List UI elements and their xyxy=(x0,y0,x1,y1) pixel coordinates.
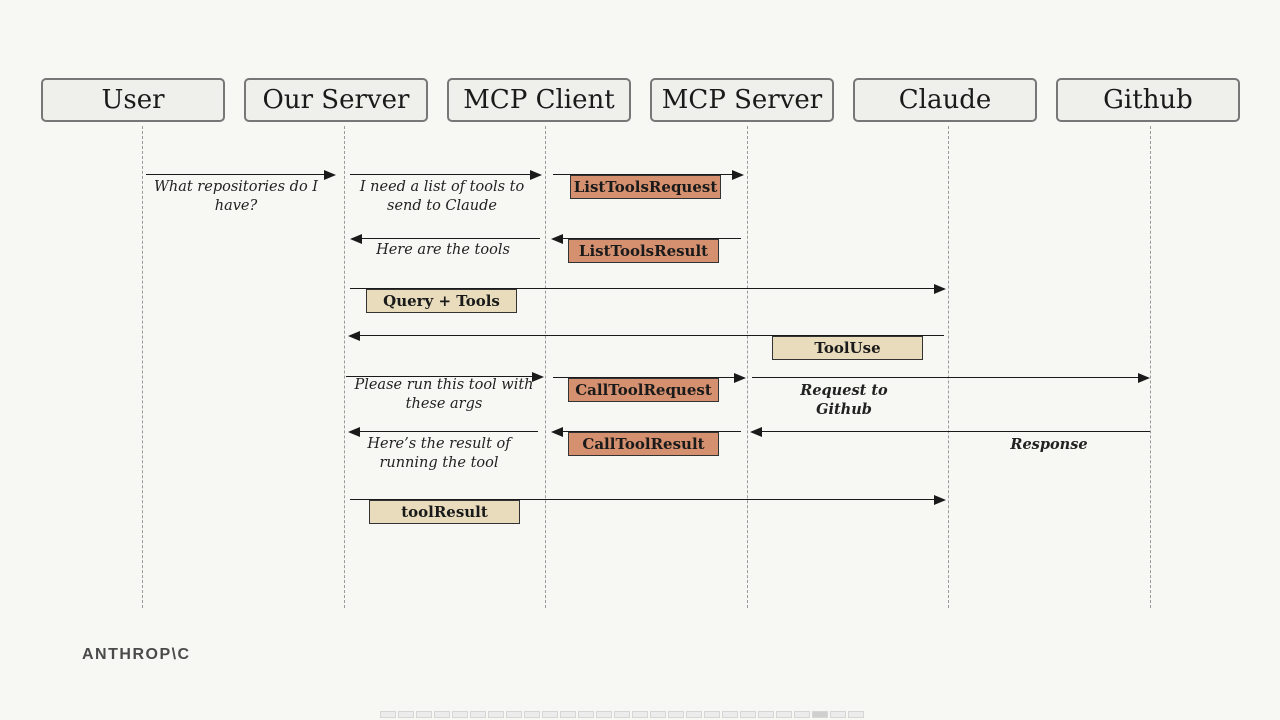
pager-page[interactable] xyxy=(578,711,594,718)
box-tool-use: ToolUse xyxy=(772,336,923,360)
actor-user: User xyxy=(41,78,225,122)
label-response: Response xyxy=(1010,436,1088,453)
pager-prev[interactable] xyxy=(380,711,396,718)
pager-page[interactable] xyxy=(794,711,810,718)
arrow-client-to-server xyxy=(350,233,540,244)
pager-page[interactable] xyxy=(560,711,576,718)
arrow-client-to-server-result xyxy=(348,426,538,437)
label-request-github: Request to Github xyxy=(800,382,888,418)
actor-mcp-server: MCP Server xyxy=(650,78,834,122)
box-call-tool-result: CallToolResult xyxy=(568,432,719,456)
pager-page[interactable] xyxy=(524,711,540,718)
pager-page[interactable] xyxy=(398,711,414,718)
arrow-mcpserver-to-client-list xyxy=(551,233,741,244)
actor-claude: Claude xyxy=(853,78,1037,122)
pager-page[interactable] xyxy=(416,711,432,718)
pager-page[interactable] xyxy=(470,711,486,718)
pager-page[interactable] xyxy=(632,711,648,718)
lifeline-claude xyxy=(948,126,949,608)
arrow-mcpserver-to-client-result xyxy=(551,426,741,437)
pager-page[interactable] xyxy=(830,711,846,718)
pager-page[interactable] xyxy=(776,711,792,718)
pager-page[interactable] xyxy=(614,711,630,718)
slide-pager[interactable] xyxy=(380,711,864,718)
lifeline-mcp-server xyxy=(747,126,748,608)
arrow-claude-to-server-tooluse xyxy=(348,330,944,341)
box-query-tools: Query + Tools xyxy=(366,289,517,313)
pager-page[interactable] xyxy=(740,711,756,718)
arrow-github-to-mcpserver xyxy=(750,426,1150,437)
box-list-tools-result: ListToolsResult xyxy=(568,239,719,263)
pager-page[interactable] xyxy=(596,711,612,718)
arrow-server-to-client-run xyxy=(346,371,544,382)
pager-page-current[interactable] xyxy=(812,711,828,718)
pager-page[interactable] xyxy=(434,711,450,718)
arrow-server-to-client xyxy=(350,169,542,180)
actor-our-server: Our Server xyxy=(244,78,428,122)
pager-page[interactable] xyxy=(542,711,558,718)
arrow-client-to-mcpserver-list xyxy=(553,169,744,180)
arrow-server-to-claude-query xyxy=(350,283,946,294)
arrow-mcpserver-to-github xyxy=(752,372,1150,383)
pager-page[interactable] xyxy=(704,711,720,718)
pager-next[interactable] xyxy=(848,711,864,718)
pager-page[interactable] xyxy=(488,711,504,718)
label-user-question: What repositories do I have? xyxy=(153,179,319,214)
lifeline-our-server xyxy=(344,126,345,608)
label-need-tools: I need a list of tools to send to Claude xyxy=(359,179,525,214)
actor-mcp-client: MCP Client xyxy=(447,78,631,122)
pager-page[interactable] xyxy=(686,711,702,718)
pager-page[interactable] xyxy=(758,711,774,718)
lifeline-mcp-client xyxy=(545,126,546,608)
actor-github: Github xyxy=(1056,78,1240,122)
arrow-server-to-claude-result xyxy=(350,494,946,505)
label-result-tool: Here’s the result of running the tool xyxy=(367,436,511,471)
label-here-tools: Here are the tools xyxy=(376,242,510,258)
pager-page[interactable] xyxy=(506,711,522,718)
lifeline-user xyxy=(142,126,143,608)
anthropic-logo: ANTHROP\C xyxy=(82,646,191,663)
label-run-tool: Please run this tool with these args xyxy=(354,377,534,412)
pager-page[interactable] xyxy=(668,711,684,718)
box-call-tool-request: CallToolRequest xyxy=(568,378,719,402)
arrow-user-to-server xyxy=(146,169,336,180)
box-list-tools-request: ListToolsRequest xyxy=(570,175,721,199)
arrow-client-to-mcpserver-call xyxy=(553,372,746,383)
pager-page[interactable] xyxy=(650,711,666,718)
lifeline-github xyxy=(1150,126,1151,608)
pager-page[interactable] xyxy=(722,711,738,718)
pager-page[interactable] xyxy=(452,711,468,718)
box-tool-result: toolResult xyxy=(369,500,520,524)
